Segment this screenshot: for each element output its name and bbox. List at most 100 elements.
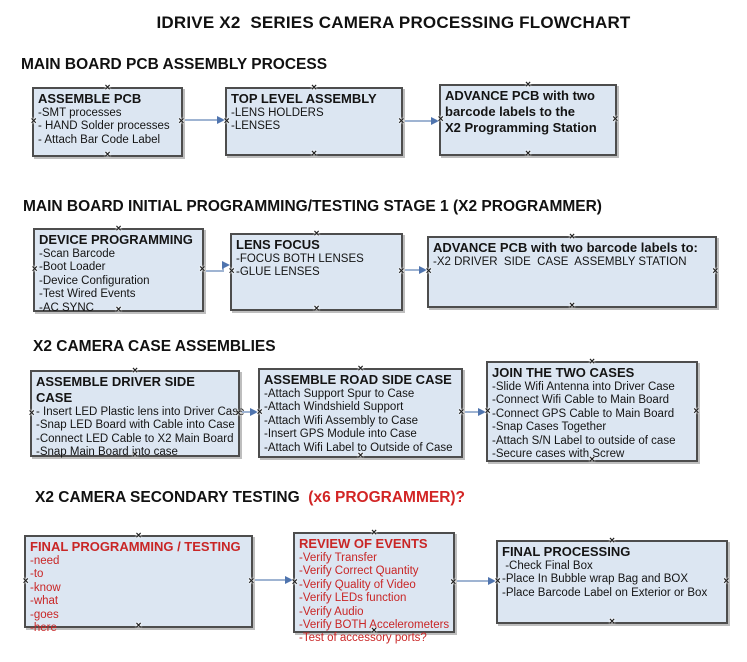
box-item: -know — [30, 581, 61, 594]
box-items: -FOCUS BOTH LENSES-GLUE LENSES — [232, 253, 401, 280]
connector-handle-bottom-icon: × — [104, 149, 111, 161]
box-item: -what — [30, 595, 59, 608]
connector-handle-bottom-icon: × — [569, 300, 575, 312]
connector-handle-bottom-icon: × — [313, 303, 320, 315]
box-item: -Place Barcode Label on Exterior or Box — [502, 586, 708, 599]
flow-arrow-5-head — [250, 408, 258, 416]
box-item: -Connect Wifi Cable to Main Board — [492, 394, 670, 407]
flow-box-lens-focus[interactable]: LENS FOCUS -FOCUS BOTH LENSES-GLUE LENSE… — [229, 229, 404, 314]
box-item: -Attach Wifi Label to Outside of Case — [264, 441, 453, 454]
flow-box-top-level-assembly[interactable]: TOP LEVEL ASSEMBLY -LENS HOLDERS-LENSES … — [224, 83, 404, 159]
box-header: ADVANCE PCB with two barcode labels to t… — [445, 88, 597, 135]
flow-arrow-3-head — [222, 261, 230, 269]
box-item: -here — [30, 622, 57, 635]
flow-arrow-8-line — [457, 580, 489, 582]
box-items: -Verify Transfer-Verify Correct Quantity… — [295, 552, 453, 646]
box-item: -Scan Barcode — [39, 248, 116, 260]
box-header: ASSEMBLE PCB — [38, 91, 142, 106]
box-header: JOIN THE TWO CASES — [492, 365, 635, 380]
flow-box-assemble-road-side-case[interactable]: ASSEMBLE ROAD SIDE CASE -Attach Support … — [257, 364, 464, 461]
box-item: -Verify Quality of Video — [299, 578, 416, 591]
box-item: -Connect GPS Cable to Main Board — [492, 407, 675, 420]
section-heading-secondary-testing: X2 CAMERA SECONDARY TESTING (x6 PROGRAMM… — [35, 489, 465, 507]
box-item: -Boot Loader — [39, 261, 106, 274]
section-heading-case-assemblies: X2 CAMERA CASE ASSEMBLIES — [33, 338, 276, 355]
box-item: -GLUE LENSES — [236, 266, 320, 279]
box-item: -Attach Windshield Support — [264, 401, 404, 414]
box-header: FINAL PROGRAMMING / TESTING — [30, 539, 241, 554]
box-items: -Attach Support Spur to Case-Attach Wind… — [260, 388, 461, 455]
flow-box-assemble-driver-side-case[interactable]: ASSEMBLE DRIVER SIDE CASE - Insert LED P… — [29, 366, 245, 460]
flow-arrow-6-head — [478, 408, 486, 416]
section-heading-initial-programming: MAIN BOARD INITIAL PROGRAMMING/TESTING S… — [23, 198, 602, 215]
flow-box-assemble-pcb[interactable]: ASSEMBLE PCB -SMT processes- HAND Solder… — [31, 83, 184, 160]
box-item: -Test Wired Events — [39, 288, 136, 301]
flow-box-final-programming-testing[interactable]: FINAL PROGRAMMING / TESTING -need-to-kno… — [23, 531, 254, 634]
box-header: ASSEMBLE ROAD SIDE CASE — [264, 372, 452, 387]
box-item: -Verify Transfer — [299, 552, 377, 564]
box-items: - Insert LED Plastic lens into Driver Ca… — [32, 406, 245, 460]
box-item: -Snap Cases Together — [492, 421, 607, 434]
flow-arrow-8-head — [488, 577, 496, 585]
box-item: -FOCUS BOTH LENSES — [236, 253, 364, 265]
flow-arrow-3-line — [206, 270, 224, 272]
flow-box-join-the-two-cases[interactable]: JOIN THE TWO CASES -Slide Wifi Antenna i… — [485, 357, 699, 465]
flow-arrow-2-head — [431, 117, 439, 125]
box-item: -Attach Wifi Assembly to Case — [264, 414, 419, 427]
box-item: -Test of accessory ports? — [299, 632, 427, 645]
box-header: FINAL PROCESSING — [502, 544, 631, 559]
box-item: -Insert GPS Module into Case — [264, 428, 417, 441]
flow-box-review-of-events[interactable]: REVIEW OF EVENTS -Verify Transfer-Verify… — [292, 528, 456, 644]
box-header: ADVANCE PCB with two barcode labels to: — [433, 240, 698, 255]
section-heading-secondary-testing-red: (x6 PROGRAMMER)? — [308, 489, 466, 506]
box-item: -Place In Bubble wrap Bag and BOX — [502, 573, 689, 586]
box-item: -AC SYNC — [39, 301, 94, 314]
box-header: ASSEMBLE DRIVER SIDE CASE — [36, 374, 195, 405]
box-header: LENS FOCUS — [236, 237, 320, 252]
box-item: - HAND Solder processes — [38, 120, 170, 133]
box-items: -LENS HOLDERS-LENSES — [227, 107, 401, 134]
connector-handle-bottom-icon: × — [609, 616, 615, 628]
box-item: -Verify Audio — [299, 605, 364, 618]
box-header: TOP LEVEL ASSEMBLY — [231, 91, 377, 106]
flow-arrow-5-line — [242, 411, 251, 413]
section-heading-pcb-assembly: MAIN BOARD PCB ASSEMBLY PROCESS — [21, 56, 328, 73]
box-item: -Slide Wifi Antenna into Driver Case — [492, 381, 675, 393]
flow-arrow-6-line — [465, 411, 479, 413]
flow-box-advance-pcb-driver-side[interactable]: ADVANCE PCB with two barcode labels to: … — [426, 232, 718, 311]
box-item: -LENS HOLDERS — [231, 107, 324, 119]
box-item: -Snap LED Board with Cable into Case — [36, 419, 235, 432]
flow-arrow-4-line — [405, 269, 419, 271]
box-item: -goes — [30, 608, 59, 621]
flow-arrow-4-head — [419, 266, 427, 274]
box-item: -need — [30, 555, 60, 567]
connector-handle-bottom-icon: × — [525, 148, 531, 160]
box-item: -Verify Correct Quantity — [299, 565, 419, 578]
box-item: -Verify LEDs function — [299, 592, 407, 605]
box-item: -Snap Main Board into case — [36, 446, 178, 459]
box-item: -Attach S/N Label to outside of case — [492, 434, 676, 447]
box-item: -SMT processes — [38, 107, 122, 119]
flow-arrow-7-head — [285, 576, 293, 584]
box-items: -Scan Barcode-Boot Loader-Device Configu… — [35, 248, 202, 315]
box-item: - Insert LED Plastic lens into Driver Ca… — [36, 406, 245, 418]
connector-handle-bottom-icon: × — [311, 148, 317, 160]
flow-box-advance-pcb-programming-station[interactable]: ADVANCE PCB with two barcode labels to t… — [438, 80, 618, 159]
box-items: -Slide Wifi Antenna into Driver Case-Con… — [488, 381, 696, 461]
box-item: -Secure cases with Screw — [492, 448, 625, 461]
box-items: -SMT processes- HAND Solder processes- A… — [34, 107, 181, 147]
box-header: DEVICE PROGRAMMING — [39, 232, 193, 247]
section-heading-secondary-testing-black: X2 CAMERA SECONDARY TESTING — [35, 489, 309, 506]
flow-arrow-1-line — [185, 119, 217, 121]
flow-box-device-programming[interactable]: DEVICE PROGRAMMING -Scan Barcode-Boot Lo… — [32, 224, 205, 315]
box-item: -Device Configuration — [39, 274, 150, 287]
box-item: -Check Final Box — [502, 560, 593, 572]
box-items: -Check Final Box-Place In Bubble wrap Ba… — [498, 560, 726, 600]
box-item: -Verify BOTH Accelerometers — [299, 619, 450, 632]
box-item: -to — [30, 568, 44, 581]
flow-arrow-1-head — [217, 116, 225, 124]
box-item: - Attach Bar Code Label — [38, 133, 161, 146]
flow-box-final-processing[interactable]: FINAL PROCESSING -Check Final Box-Place … — [495, 536, 729, 627]
box-item: -Connect LED Cable to X2 Main Board — [36, 432, 234, 445]
